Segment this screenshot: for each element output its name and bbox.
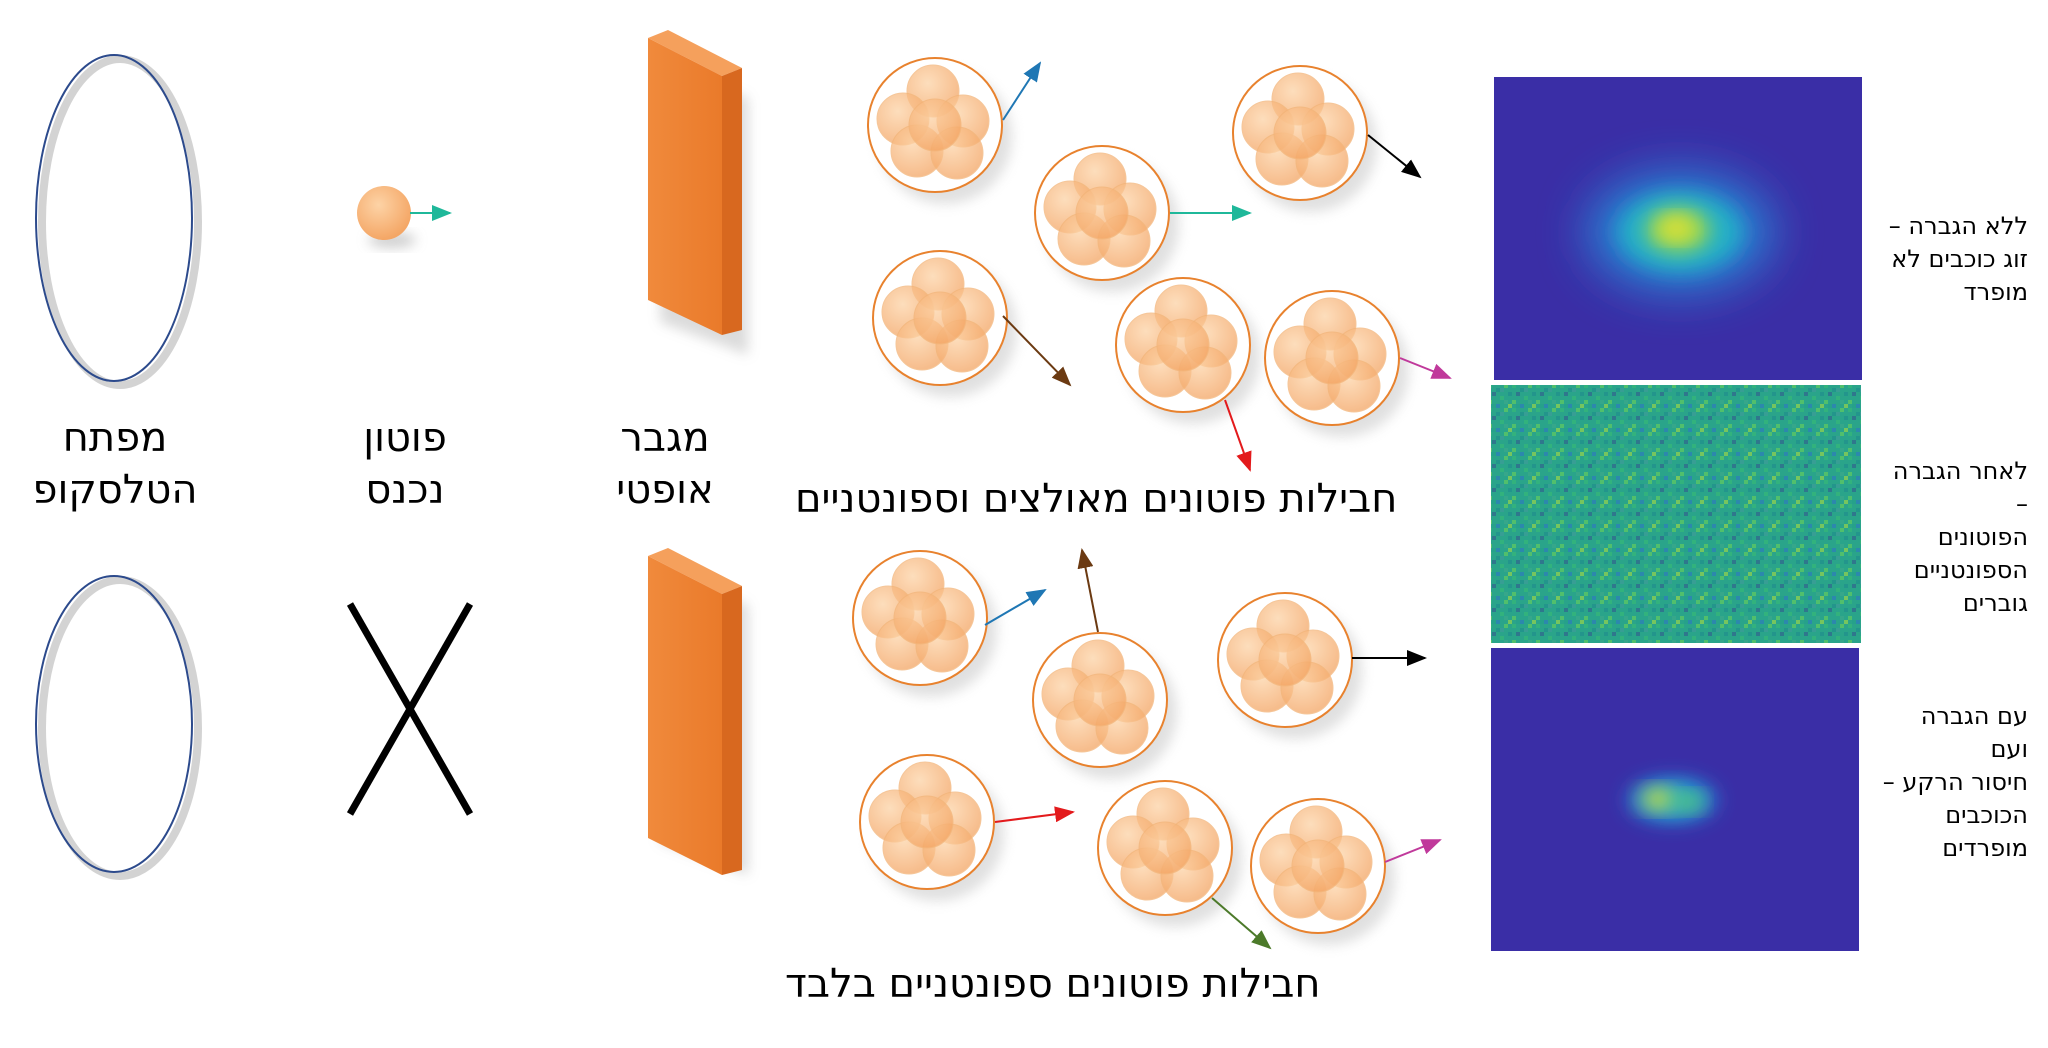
label-amplifier-line2: אופטי [616, 467, 714, 513]
photon [1073, 673, 1127, 727]
photon-bundle [1097, 780, 1272, 950]
panel3-line4: מופרדים [1942, 834, 2028, 862]
caption-spontaneous-only: חבילות פוטונים ספונטניים בלבד [785, 961, 1321, 1007]
photon [908, 98, 962, 152]
label-telescope-aperture: מפתח הטלסקופ [20, 412, 210, 516]
label-photon-line1: פוטון [363, 415, 447, 461]
direction-arrow [1384, 839, 1442, 863]
panel3-line3: הכוכבים [1945, 801, 2028, 829]
photon [913, 291, 967, 345]
photon-bundle [872, 250, 1072, 397]
photon-bundle [1034, 145, 1252, 292]
photon-bundle [852, 550, 1047, 697]
caption-stimulated-and-spontaneous: חבילות פוטונים מאולצים וספונטניים [795, 476, 1398, 522]
no-photon-cross-icon [346, 602, 474, 816]
photon [900, 795, 954, 849]
optical-amplifier-top [648, 30, 748, 355]
direction-arrow [1077, 548, 1099, 633]
photon-bundle [1115, 277, 1260, 472]
direction-arrow [1002, 61, 1042, 121]
panel2-line2: הפוטונים [1937, 523, 2028, 551]
direction-arrow [994, 806, 1075, 823]
panel3-line2: חיסור הרקע – [1882, 768, 2028, 796]
photon [893, 591, 947, 645]
label-amplifier-line1: מגבר [620, 415, 710, 461]
photon [1138, 821, 1192, 875]
panel2-line1: לאחר הגברה – [1892, 457, 2028, 518]
direction-arrow [1399, 357, 1452, 379]
image-panel-no-amplification [1492, 75, 1864, 382]
direction-arrow [1224, 399, 1252, 472]
photon-bundle [1250, 798, 1442, 945]
photon-bundle [1217, 592, 1427, 739]
optical-amplifier-bottom [648, 548, 748, 875]
photon-bundle [867, 57, 1042, 204]
photon [1156, 318, 1210, 372]
panel2-line4: גוברים [1962, 589, 2028, 617]
panel-caption-background-subtracted: עם הגברה ועם חיסור הרקע – הכוכבים מופרדי… [1878, 700, 2028, 865]
panel1-line3: מופרד [1963, 278, 2028, 306]
photon-bundle [1264, 290, 1452, 437]
image-panel-after-amplification [1489, 383, 1863, 645]
panel-caption-no-amplification: ללא הגברה – זוג כוכבים לא מופרד [1878, 210, 2028, 309]
image-panel-background-subtracted [1489, 646, 1861, 953]
direction-arrow [984, 588, 1047, 626]
panel-caption-after-amplification: לאחר הגברה – הפוטונים הספונטניים גוברים [1878, 455, 2028, 620]
direction-arrow [1367, 134, 1422, 179]
incoming-photon [357, 186, 452, 248]
telescope-mirror-top [35, 54, 202, 389]
photon-bundle [1032, 548, 1177, 779]
label-optical-amplifier: מגבר אופטי [590, 412, 740, 516]
panel1-line1: ללא הגברה – [1888, 212, 2028, 240]
photon [1075, 186, 1129, 240]
photon [1273, 106, 1327, 160]
label-photon-line2: נכנס [365, 467, 445, 513]
label-telescope-line2: הטלסקופ [32, 467, 198, 513]
panel1-line2: זוג כוכבים לא [1891, 245, 2028, 273]
label-incoming-photon: פוטון נכנס [330, 412, 480, 516]
photon-bundle [1232, 65, 1422, 212]
panel3-line1: עם הגברה ועם [1920, 702, 2028, 763]
photon [1258, 633, 1312, 687]
photon-bundle [859, 754, 1075, 901]
direction-arrow [1211, 897, 1272, 950]
direction-arrow [1002, 315, 1072, 387]
panel2-line3: הספונטניים [1913, 556, 2028, 584]
telescope-mirror-bottom [35, 575, 202, 880]
photon [1291, 839, 1345, 893]
photon [1305, 331, 1359, 385]
label-telescope-line1: מפתח [62, 415, 168, 461]
photon-bundles [852, 57, 1452, 950]
